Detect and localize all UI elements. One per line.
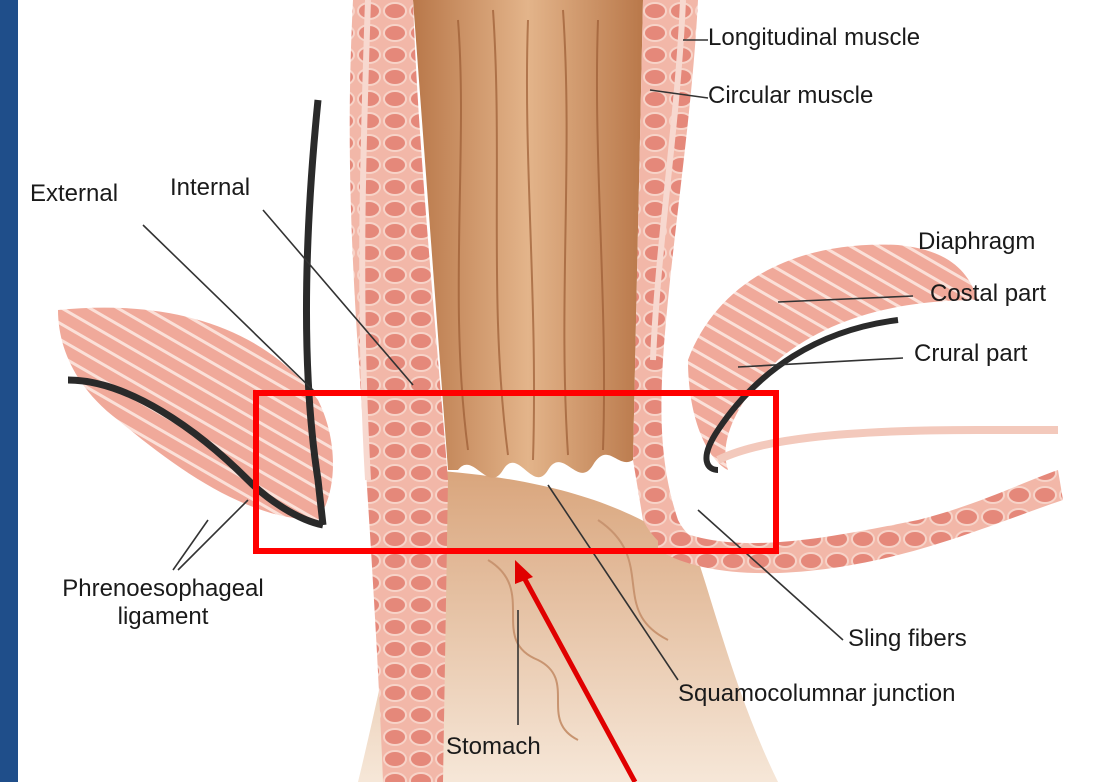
diagram-canvas: Longitudinal muscle Circular muscle Exte… bbox=[18, 0, 1117, 782]
label-sling-fibers: Sling fibers bbox=[848, 625, 967, 653]
label-squamocolumnar-junction: Squamocolumnar junction bbox=[678, 680, 956, 708]
label-longitudinal-muscle: Longitudinal muscle bbox=[708, 24, 920, 52]
label-phrenoesophageal-line2: ligament bbox=[118, 603, 209, 630]
label-phrenoesophageal-line1: Phrenoesophageal bbox=[62, 575, 264, 602]
esophageal-lumen bbox=[413, 0, 643, 478]
label-stomach: Stomach bbox=[446, 733, 541, 761]
label-diaphragm: Diaphragm bbox=[918, 228, 1035, 256]
sling-fibers-band bbox=[658, 470, 1063, 573]
left-diaphragm bbox=[58, 308, 333, 520]
anatomy-illustration bbox=[18, 0, 1117, 782]
label-costal-part: Costal part bbox=[930, 280, 1046, 308]
label-phrenoesophageal-ligament: Phrenoesophageal ligament bbox=[28, 575, 298, 630]
label-crural-part: Crural part bbox=[914, 340, 1027, 368]
label-external: External bbox=[30, 180, 118, 208]
label-internal: Internal bbox=[170, 174, 250, 202]
label-circular-muscle: Circular muscle bbox=[708, 82, 873, 110]
